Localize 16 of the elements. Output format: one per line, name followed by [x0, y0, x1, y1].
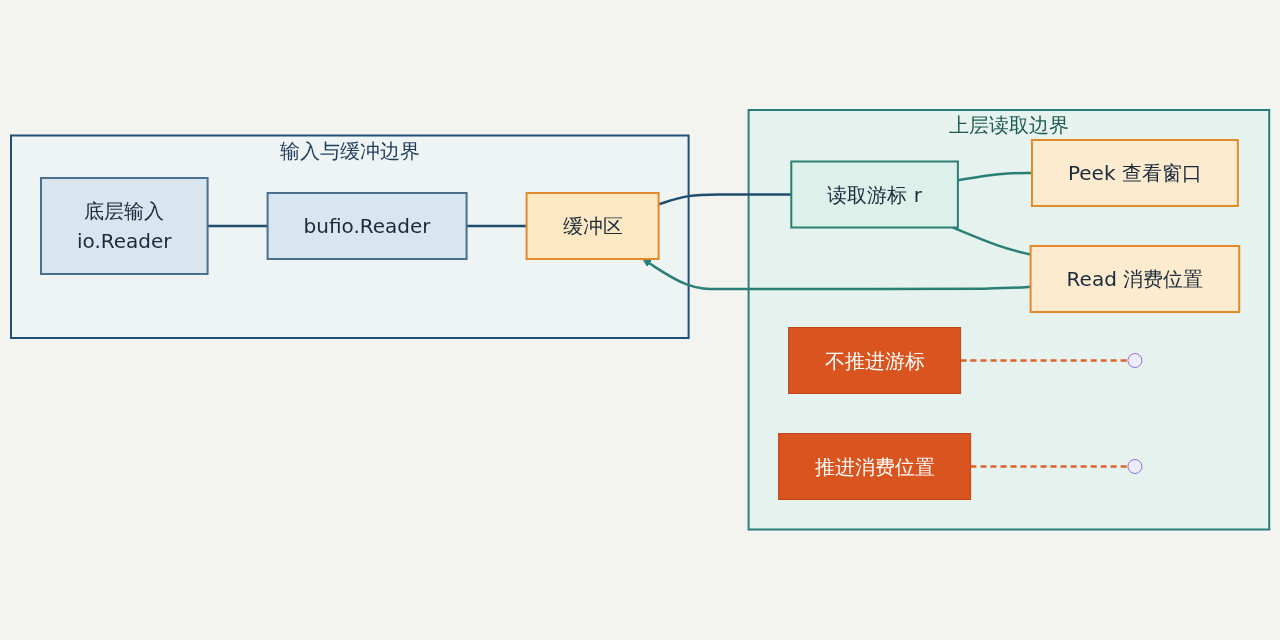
node-box: 不推进游标	[788, 327, 961, 395]
node-box: bufio.Reader	[266, 192, 468, 261]
connector	[658, 193, 792, 206]
arrow	[642, 258, 1031, 291]
node-box: 推进消费位置	[778, 433, 971, 501]
connector	[960, 359, 1128, 362]
connector	[957, 172, 1032, 182]
node-box: Read 消费位置	[1029, 245, 1241, 314]
connector	[970, 465, 1128, 468]
node-box: 底层输入 io.Reader	[39, 177, 209, 276]
node-box: 读取游标 r	[790, 160, 959, 229]
node-box: 缓冲区	[525, 192, 660, 261]
connector	[952, 226, 1031, 256]
node-box: Peek 查看窗口	[1030, 139, 1239, 208]
connector	[466, 225, 527, 228]
connector	[207, 225, 268, 228]
